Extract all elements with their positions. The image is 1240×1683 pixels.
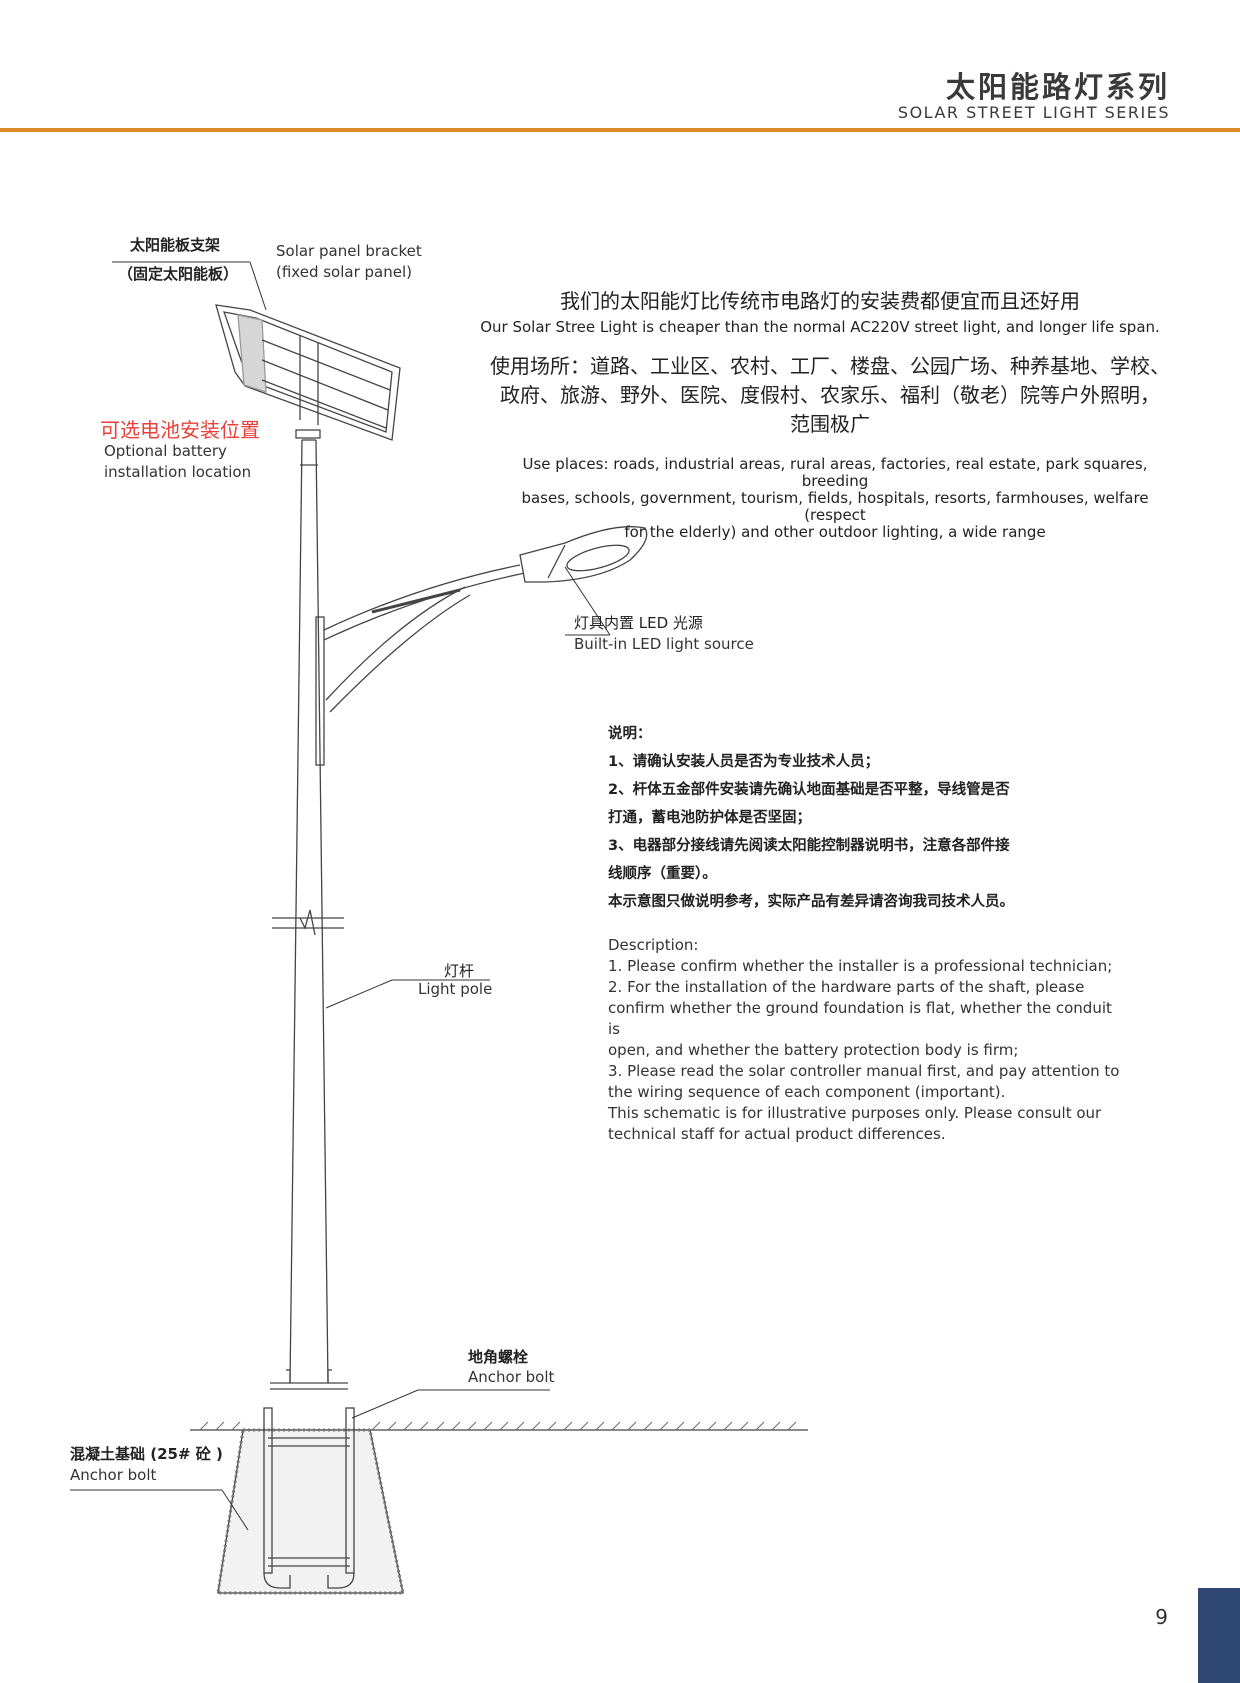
battery-location-label-cn: 可选电池安装位置 [100,418,260,442]
note-line: 说明： [608,726,652,742]
battery-location-label-en-2: installation location [104,463,252,481]
light-pole-drawing [270,439,348,1390]
note-line: 3、电器部分接线请先阅读太阳能控制器说明书，注意各部件接 [608,838,1010,854]
use-places-en-line: for the elderly) and other outdoor light… [624,523,1046,541]
header-title-en: SOLAR STREET LIGHT SERIES [897,103,1170,122]
note-line: 2、杆体五金部件安装请先确认地面基础是否平整，导线管是否 [608,782,1010,798]
page-edge-tab [1198,1588,1240,1683]
description-line: open, and whether the battery protection… [608,1041,1019,1059]
page-number: 9 [1155,1605,1168,1629]
header-title-cn: 太阳能路灯系列 [945,70,1170,104]
installation-notes-cn: 说明： 1、请确认安装人员是否为专业技术人员； 2、杆体五金部件安装请先确认地面… [608,720,1168,916]
description-line: the wiring sequence of each component (i… [608,1083,1006,1101]
lamp-head-drawing [519,526,648,583]
installation-description-en: Description: 1. Please confirm whether t… [608,935,1128,1145]
description-line: 3. Please read the solar controller manu… [608,1062,1120,1080]
slogan-cn: 我们的太阳能灯比传统市电路灯的安装费都便宜而且还好用 [560,289,1080,313]
bracket-label-cn-2: （固定太阳能板） [118,265,239,283]
concrete-foundation-label-cn: 混凝土基础 (25# 砼 ) [70,1445,223,1463]
use-places-en-line: bases, schools, government, tourism, fie… [521,489,1149,524]
use-places-en-line: Use places: roads, industrial areas, rur… [522,455,1148,490]
anchor-bolt-label-en: Anchor bolt [468,1368,555,1386]
use-places-cn-line: 使用场所：道路、工业区、农村、工厂、楼盘、公园广场、种养基地、学校、 [490,354,1170,378]
led-source-label-en: Built-in LED light source [574,635,754,653]
led-source-label-cn: 灯具内置 LED 光源 [574,614,703,632]
description-line: Description: [608,936,699,954]
header-divider [0,128,1240,132]
note-line: 1、请确认安装人员是否为专业技术人员； [608,754,880,770]
concrete-foundation-label-en: Anchor bolt [70,1466,157,1484]
note-line: 线顺序（重要）。 [608,866,717,882]
solar-panel-drawing [215,304,401,441]
use-places-cn-line: 范围极广 [790,412,870,436]
bracket-label-en-2: (fixed solar panel) [276,263,412,281]
description-line: This schematic is for illustrative purpo… [608,1104,1102,1122]
lamp-arm-drawing [323,564,526,713]
light-pole-label-en: Light pole [418,980,493,998]
anchor-bolt-label-cn: 地角螺栓 [468,1348,529,1366]
note-line: 本示意图只做说明参考，实际产品有差异请咨询我司技术人员。 [608,894,1014,910]
use-places-cn: 使用场所：道路、工业区、农村、工厂、楼盘、公园广场、种养基地、学校、 政府、旅游… [480,352,1180,439]
bracket-label-en-1: Solar panel bracket [276,242,422,260]
slogan-en: Our Solar Stree Light is cheaper than th… [480,318,1160,336]
light-pole-label-cn: 灯杆 [444,962,475,980]
bracket-label-cn-1: 太阳能板支架 [130,236,221,254]
use-places-cn-line: 政府、旅游、野外、医院、度假村、农家乐、福利（敬老）院等户外照明， [500,383,1160,407]
description-line: 2. For the installation of the hardware … [608,978,1085,996]
battery-location-label-en-1: Optional battery [104,442,227,460]
note-line: 打通，蓄电池防护体是否坚固； [608,810,811,826]
description-line: 1. Please confirm whether the installer … [608,957,1113,975]
foundation-drawing [190,1407,808,1595]
use-places-en: Use places: roads, industrial areas, rur… [500,456,1170,541]
leader-lines [70,261,611,1531]
description-line: technical staff for actual product diffe… [608,1125,946,1143]
description-line: confirm whether the ground foundation is… [608,999,1112,1038]
